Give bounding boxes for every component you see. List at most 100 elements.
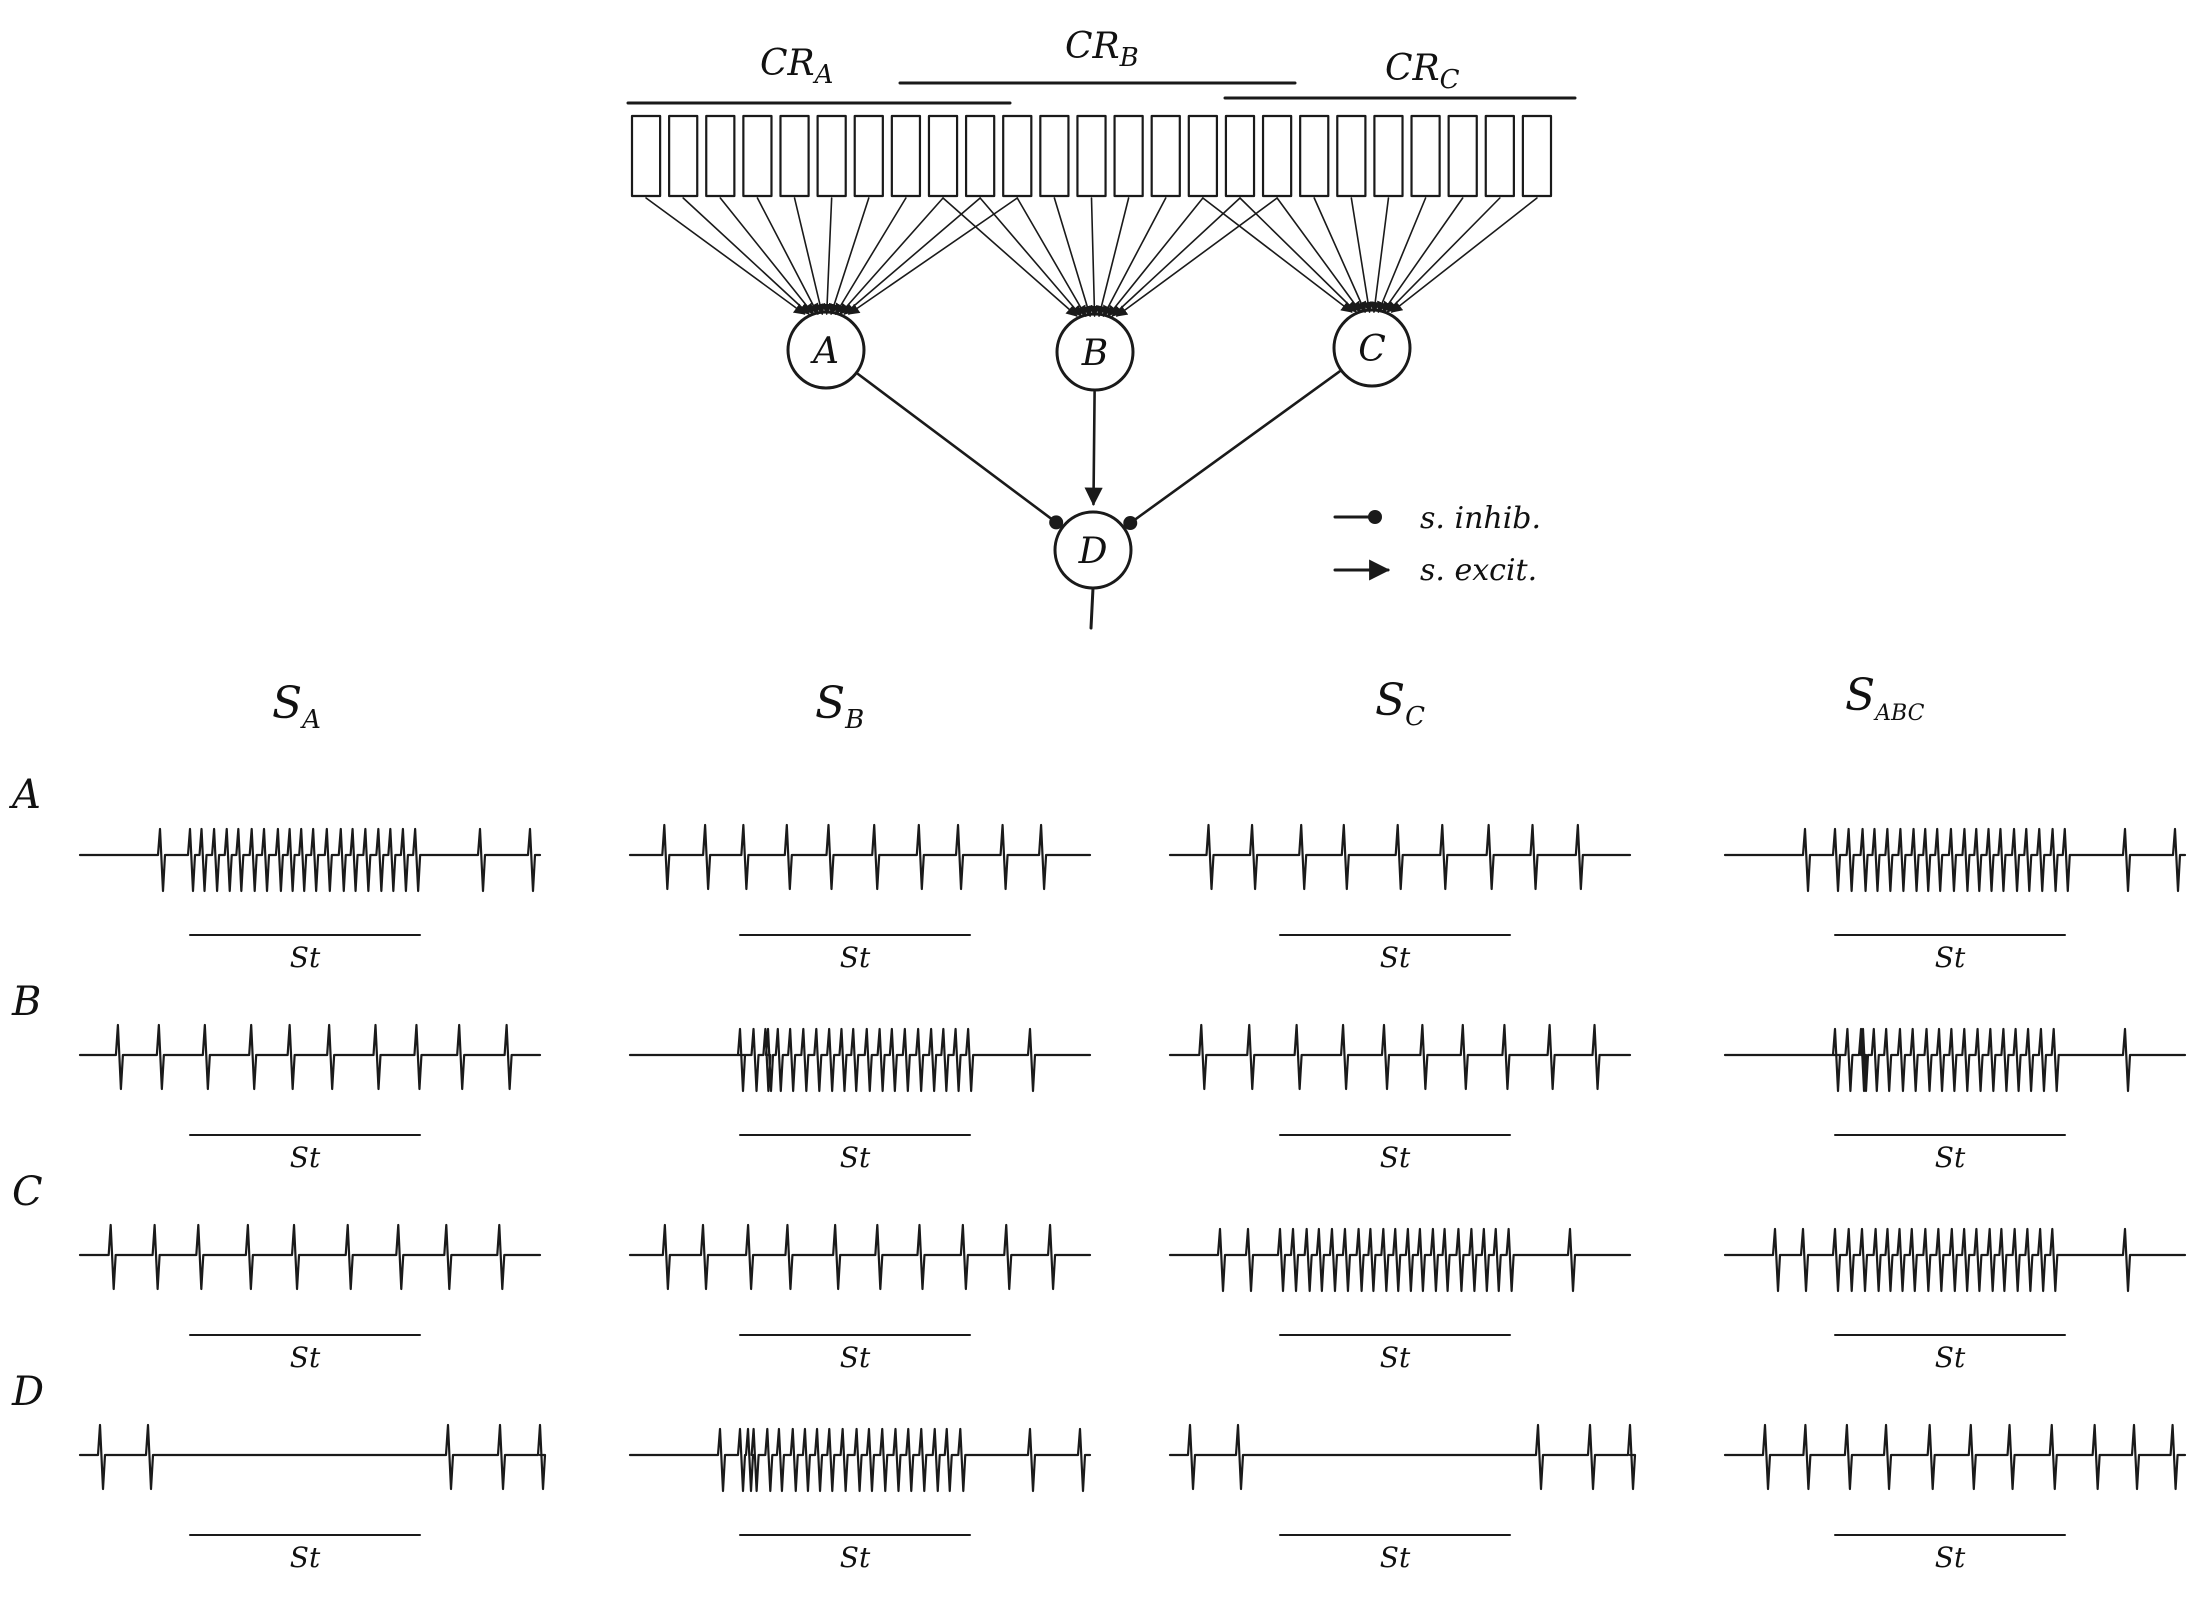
receptor (1447, 114, 1478, 198)
fiber-b (942, 197, 1078, 317)
stim-header-c: SC (1375, 675, 1425, 732)
spike-train (1168, 1227, 1632, 1293)
fiber-c (1382, 197, 1464, 313)
receptor (742, 114, 773, 198)
receptor (1336, 114, 1367, 198)
fiber-a (682, 197, 810, 315)
stim-header-b: SB (815, 678, 864, 735)
trace-a-1: St (78, 827, 542, 974)
receptor (927, 114, 959, 198)
fiber-c (1239, 197, 1357, 313)
spike-train (1168, 1423, 1637, 1491)
trace-c-1: St (78, 1223, 542, 1374)
trace-c-4: St (1723, 1227, 2187, 1374)
fiber-a (756, 197, 819, 315)
fiber-c (1377, 197, 1427, 314)
trace-c-2: St (628, 1223, 1092, 1374)
trace-b-4: St (1723, 1027, 2187, 1174)
spike-train (1168, 1023, 1632, 1091)
fiber-c (1369, 197, 1390, 314)
legend: s. inhib. s. excit. (1333, 501, 1541, 588)
synaptic-connections (856, 370, 1341, 531)
fiber-c (1276, 197, 1362, 313)
stimulus-label: St (840, 1141, 871, 1174)
row-label-c: C (12, 1169, 43, 1215)
receptor (1410, 114, 1441, 198)
fiber-a (828, 197, 870, 316)
trace-d-2: St (628, 1427, 1092, 1574)
fiber-a (848, 197, 1019, 315)
legend-inhib-dot (1368, 510, 1382, 524)
receptor (1224, 114, 1256, 198)
stimulus-label: St (1935, 941, 1966, 974)
rf-label-a: CRA (760, 43, 833, 90)
fiber-a (719, 197, 815, 315)
trace-a-4: St (1723, 827, 2187, 974)
spike-train (78, 1023, 542, 1091)
row-label-b: B (11, 979, 41, 1025)
fiber-c (1202, 197, 1353, 313)
neuron-a (786, 310, 866, 390)
stimulus-label: St (1380, 1141, 1411, 1174)
spike-train (78, 1423, 547, 1491)
receptor (853, 114, 884, 198)
fiber-c (1390, 197, 1538, 313)
trace-b-2: St (628, 1027, 1092, 1174)
rf-label-c: CRC (1385, 48, 1460, 95)
trace-d-3: St (1168, 1423, 1637, 1574)
neuron-b (1055, 312, 1135, 392)
receptor (1187, 114, 1219, 198)
receptor (1373, 114, 1404, 198)
fiber-b (1107, 197, 1204, 317)
receptor (630, 114, 662, 198)
receptor (890, 114, 922, 198)
legend-inhib-text: s. inhib. (1420, 501, 1541, 536)
fiber-a (839, 197, 944, 315)
row-labels: A B C D (8, 772, 44, 1415)
stimulus-label: St (1380, 1541, 1411, 1574)
spike-train (1723, 1423, 2187, 1491)
stimulus-label: St (290, 1341, 321, 1374)
fiber-b (1088, 197, 1100, 318)
trace-d-4: St (1723, 1423, 2187, 1574)
neuron-c (1332, 308, 1412, 388)
fiber-c (1313, 197, 1367, 314)
stimulus-label: St (840, 1541, 871, 1574)
spike-train (628, 1223, 1092, 1291)
trace-b-1: St (78, 1023, 542, 1174)
spike-train (628, 823, 1092, 891)
stimulus-label: St (1935, 1541, 1966, 1574)
stimulus-label: St (290, 941, 321, 974)
receptor (1299, 114, 1330, 198)
neuron-label-c: C (1358, 329, 1386, 370)
trace-c-3: St (1168, 1227, 1632, 1374)
rf-label-b: CRB (1065, 26, 1139, 73)
receptor (1261, 114, 1293, 198)
fiber-a (645, 197, 806, 315)
fiber-b (1102, 197, 1167, 317)
spike-train (78, 1223, 542, 1291)
stim-header-abc: SABC (1845, 670, 1925, 726)
receptive-fields: CRA CRB CRC (626, 26, 1577, 105)
fiber-b (1115, 197, 1278, 317)
spike-train (1723, 1027, 2187, 1093)
stimulus-label: St (840, 941, 871, 974)
spike-train (1723, 1227, 2187, 1293)
receptor (779, 114, 810, 198)
stimulus-label: St (1380, 941, 1411, 974)
synapse-a-d (856, 372, 1058, 524)
trace-b-3: St (1168, 1023, 1632, 1174)
receptor-row (630, 114, 1553, 198)
fiber-c (1350, 197, 1374, 314)
stimulus-label: St (290, 1141, 321, 1174)
stimulus-label: St (290, 1541, 321, 1574)
stimulus-label: St (1380, 1341, 1411, 1374)
fiber-a (821, 197, 833, 316)
spike-train (1168, 823, 1632, 891)
fiber-b (1053, 197, 1093, 318)
neuron-label-d: D (1078, 531, 1108, 572)
receptor (816, 114, 847, 198)
neuron-label-b: B (1081, 333, 1108, 374)
output-axon (1089, 586, 1095, 630)
